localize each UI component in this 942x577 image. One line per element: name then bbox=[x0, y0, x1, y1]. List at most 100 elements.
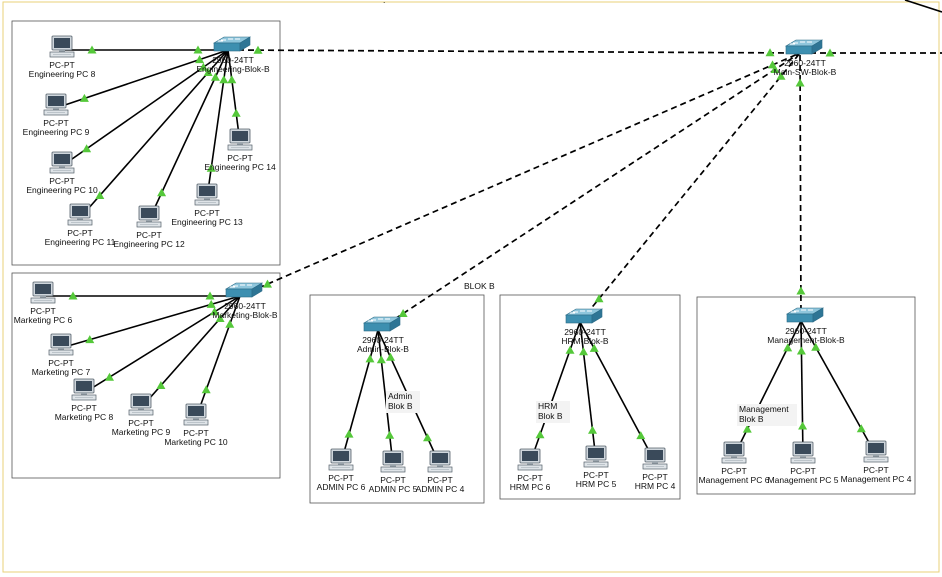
pc-name-label: Marketing PC 6 bbox=[14, 315, 73, 325]
pc-icon bbox=[30, 281, 56, 304]
note-text-line: Blok B bbox=[538, 411, 563, 421]
pc-icon bbox=[49, 151, 75, 174]
pc-type-label: PC-PT bbox=[49, 176, 75, 186]
pc-name-label: HRM PC 6 bbox=[510, 482, 551, 492]
pc-icon bbox=[43, 93, 69, 116]
management-group-box bbox=[696, 296, 916, 495]
link-eng11-eng[interactable] bbox=[79, 49, 229, 219]
pc-icon bbox=[227, 128, 253, 151]
switch-name-label: Main-SW-Blok-B bbox=[774, 67, 837, 77]
pc-name-label: ADMIN PC 5 bbox=[369, 484, 418, 494]
pc-name-label: HRM PC 5 bbox=[576, 479, 617, 489]
switch-name-label: HRM-Blok-B bbox=[561, 336, 609, 346]
port-status-icon bbox=[795, 78, 805, 87]
port-status-icon bbox=[225, 319, 235, 328]
pc-icon bbox=[48, 333, 74, 356]
pc-name-label: Marketing PC 7 bbox=[32, 367, 91, 377]
switch-name-label: Management-Blok-B bbox=[767, 335, 845, 345]
link-eng13-eng[interactable] bbox=[206, 49, 229, 199]
link-eng14-eng[interactable] bbox=[227, 49, 241, 144]
link-mg5-mgmt[interactable] bbox=[800, 320, 804, 457]
note-text-line: HRM bbox=[538, 401, 557, 411]
note-text-line: Blok B bbox=[739, 414, 764, 424]
pc-name-label: ADMIN PC 4 bbox=[416, 484, 465, 494]
link-mkt9-mkt[interactable] bbox=[140, 295, 241, 409]
pc-icon bbox=[642, 447, 668, 470]
link-mg4-mgmt[interactable] bbox=[800, 320, 877, 456]
port-status-icon bbox=[423, 433, 432, 442]
pc-name-label: Engineering PC 13 bbox=[171, 217, 243, 227]
pc-icon bbox=[128, 393, 154, 416]
switch-icon bbox=[225, 282, 263, 298]
switch-name-label: Engineering-Blok-B bbox=[196, 64, 270, 74]
switch-name-label: Marketing-Blok-B bbox=[212, 310, 278, 320]
pc-name-label: Management PC 4 bbox=[841, 474, 912, 484]
switch-icon bbox=[213, 36, 251, 52]
link-mg6-mgmt[interactable] bbox=[733, 320, 802, 457]
switch-model-label: 2960-24TT bbox=[362, 335, 404, 345]
engineering-group-box bbox=[11, 20, 281, 266]
offscreen-link bbox=[904, 0, 942, 13]
pc-icon bbox=[517, 448, 543, 471]
pc-type-label: PC-PT bbox=[790, 466, 816, 476]
link-mkt10-mkt[interactable] bbox=[195, 295, 241, 419]
switch-name-label: Admin-Blok-B bbox=[357, 344, 409, 354]
link-admin-main[interactable] bbox=[377, 52, 801, 331]
pc-icon bbox=[183, 403, 209, 426]
pc-icon bbox=[583, 445, 609, 468]
pc-icon bbox=[71, 378, 97, 401]
note-text-line: Admin bbox=[388, 391, 412, 401]
port-status-icon bbox=[579, 347, 588, 356]
link-hrm6-hrm[interactable] bbox=[529, 321, 581, 464]
link-adm6-admin[interactable] bbox=[340, 329, 379, 464]
link-eng-main[interactable] bbox=[227, 49, 801, 54]
admin-group-box bbox=[309, 294, 485, 504]
pc-name-label: Engineering PC 9 bbox=[23, 127, 90, 137]
link-hrm-main[interactable] bbox=[579, 52, 801, 323]
pc-icon bbox=[194, 183, 220, 206]
pc-icon bbox=[67, 203, 93, 226]
link-hrm5-hrm[interactable] bbox=[579, 321, 597, 461]
hrm-group-box bbox=[499, 294, 681, 500]
link-adm5-admin[interactable] bbox=[377, 329, 394, 466]
switch-model-label: 2960-24TT bbox=[785, 326, 827, 336]
link-mgmt-main[interactable] bbox=[799, 52, 802, 322]
pc-name-label: Engineering PC 11 bbox=[45, 237, 116, 247]
pc-type-label: PC-PT bbox=[43, 118, 69, 128]
pc-type-label: PC-PT bbox=[194, 208, 220, 218]
note-background bbox=[536, 401, 570, 423]
link-mkt-main[interactable] bbox=[239, 52, 801, 297]
